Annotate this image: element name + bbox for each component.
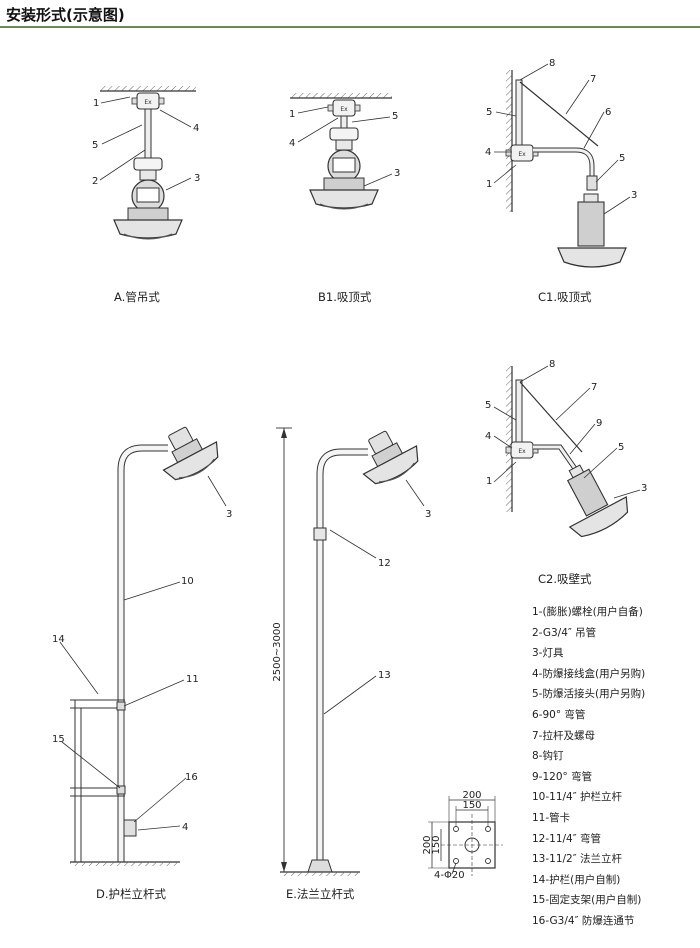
ceiling-hatch xyxy=(290,93,392,98)
legend-item: 14-护栏(用户自制) xyxy=(532,873,621,886)
legend-item: 5-防爆活接头(用户另购) xyxy=(532,688,646,701)
callout-9: 9 xyxy=(596,418,602,429)
lamp-fixture xyxy=(309,127,379,210)
callout-5: 5 xyxy=(618,442,624,453)
callout-1: 1 xyxy=(289,109,295,120)
ceiling-hatch xyxy=(100,86,196,91)
caption-e: E.法兰立杆式 xyxy=(286,887,355,901)
figure-d-guardrail-pole: 3 10 14 11 15 16 4 D.护栏立杆式 xyxy=(52,416,232,901)
legend-item: 4-防爆接线盒(用户另购) xyxy=(532,667,646,680)
legend-item: 16-G3/4″ 防爆连通节 xyxy=(532,914,635,927)
callout-7: 7 xyxy=(591,382,597,393)
callout-11: 11 xyxy=(186,674,199,685)
callout-4: 4 xyxy=(193,123,199,134)
legend-item: 6-90° 弯管 xyxy=(532,708,586,721)
figure-c2-wall-mount: 8 7 5 9 4 5 1 3 C2.吸壁式 xyxy=(485,359,647,586)
legend-item: 7-拉杆及螺母 xyxy=(532,729,595,742)
parts-legend: 1-(膨胀)螺栓(用户自备) 2-G3/4″ 吊管 3-灯具 4-防爆接线盒(用… xyxy=(532,602,700,932)
caption-d: D.护栏立杆式 xyxy=(96,887,167,901)
pipe-clamp xyxy=(116,701,126,711)
junction-box xyxy=(131,92,165,110)
flange-base xyxy=(307,859,333,873)
tie-rod xyxy=(519,81,599,147)
flange-detail: 200 150 200 150 4-Φ20 xyxy=(422,790,503,881)
legend-item: 13-11/2″ 法兰立杆 xyxy=(532,853,622,866)
callout-15: 15 xyxy=(52,734,65,745)
callout-10: 10 xyxy=(181,576,194,587)
callout-12: 12 xyxy=(378,558,391,569)
callout-3: 3 xyxy=(226,509,232,520)
callout-1: 1 xyxy=(486,179,492,190)
caption-b1: B1.吸顶式 xyxy=(318,290,372,304)
callout-3: 3 xyxy=(631,190,637,201)
lamp-fixture xyxy=(577,201,605,247)
callout-14: 14 xyxy=(52,634,65,645)
callout-5: 5 xyxy=(392,111,398,122)
callout-8: 8 xyxy=(549,359,555,370)
figure-e-flange-pole: 2500~3000 3 12 13 E.法兰立杆式 xyxy=(272,420,431,901)
header-bar: 安装形式(示意图) xyxy=(0,0,700,30)
figure-a-pipe-pendant: 1 4 5 2 3 A.管吊式 xyxy=(92,86,200,304)
lamp-fixture xyxy=(349,420,427,492)
dim-width-inner: 150 xyxy=(462,800,481,811)
callout-8: 8 xyxy=(549,58,555,69)
legend-item: 8-钩钉 xyxy=(532,750,564,763)
callout-3: 3 xyxy=(194,173,200,184)
callout-6: 6 xyxy=(605,107,611,118)
legend-item: 9-120° 弯管 xyxy=(532,770,593,783)
caption-c2: C2.吸壁式 xyxy=(538,572,592,586)
legend-item: 1-(膨胀)螺栓(用户自备) xyxy=(532,606,643,618)
callout-4: 4 xyxy=(182,822,188,833)
callout-1: 1 xyxy=(486,476,492,487)
junction-box xyxy=(327,99,361,117)
dim-height-outer: 200 xyxy=(422,835,433,854)
callout-16: 16 xyxy=(185,772,198,783)
header-rule xyxy=(0,26,700,28)
hanging-pipe xyxy=(144,108,152,162)
callout-1: 1 xyxy=(93,98,99,109)
callout-4: 4 xyxy=(289,138,295,149)
legend-item: 2-G3/4″ 吊管 xyxy=(532,626,597,639)
figure-c1-wall-bracket: 8 7 5 6 4 1 5 3 C1.吸顶式 xyxy=(485,58,637,304)
figure-b1-ceiling: 1 4 5 3 B1.吸顶式 xyxy=(289,93,400,304)
lamp-fixture xyxy=(149,416,227,488)
legend-item: 11-管卡 xyxy=(532,811,571,824)
dim-width-outer: 200 xyxy=(462,790,481,801)
callout-5: 5 xyxy=(619,153,625,164)
holes-spec: 4-Φ20 xyxy=(434,870,465,881)
callout-3: 3 xyxy=(425,509,431,520)
callout-4: 4 xyxy=(485,147,491,158)
tie-rod xyxy=(519,381,583,453)
legend-item: 12-11/4″ 弯管 xyxy=(532,832,601,845)
callout-4: 4 xyxy=(485,431,491,442)
junction-box xyxy=(505,144,539,162)
callout-7: 7 xyxy=(590,74,596,85)
callout-5: 5 xyxy=(485,400,491,411)
callout-2: 2 xyxy=(92,176,98,187)
lamp-fixture xyxy=(566,464,629,538)
wall-hatch xyxy=(506,366,512,512)
caption-a: A.管吊式 xyxy=(114,290,160,304)
legend-item: 15-固定支架(用户自制) xyxy=(532,894,642,907)
junction-box xyxy=(123,819,137,837)
elbow-joint xyxy=(313,527,327,541)
page-title: 安装形式(示意图) xyxy=(6,6,125,24)
legend-item: 10-11/4″ 护栏立杆 xyxy=(532,791,622,804)
dim-height-inner: 150 xyxy=(431,835,442,854)
callout-3: 3 xyxy=(394,168,400,179)
callout-13: 13 xyxy=(378,670,391,681)
wall-hatch xyxy=(506,70,512,212)
callout-5: 5 xyxy=(486,107,492,118)
callout-3: 3 xyxy=(641,483,647,494)
height-dimension: 2500~3000 xyxy=(272,622,283,681)
callout-5: 5 xyxy=(92,140,98,151)
lamp-fixture xyxy=(113,157,183,240)
caption-c1: C1.吸顶式 xyxy=(538,290,592,304)
junction-box xyxy=(505,441,539,459)
legend-item: 3-灯具 xyxy=(532,647,564,660)
